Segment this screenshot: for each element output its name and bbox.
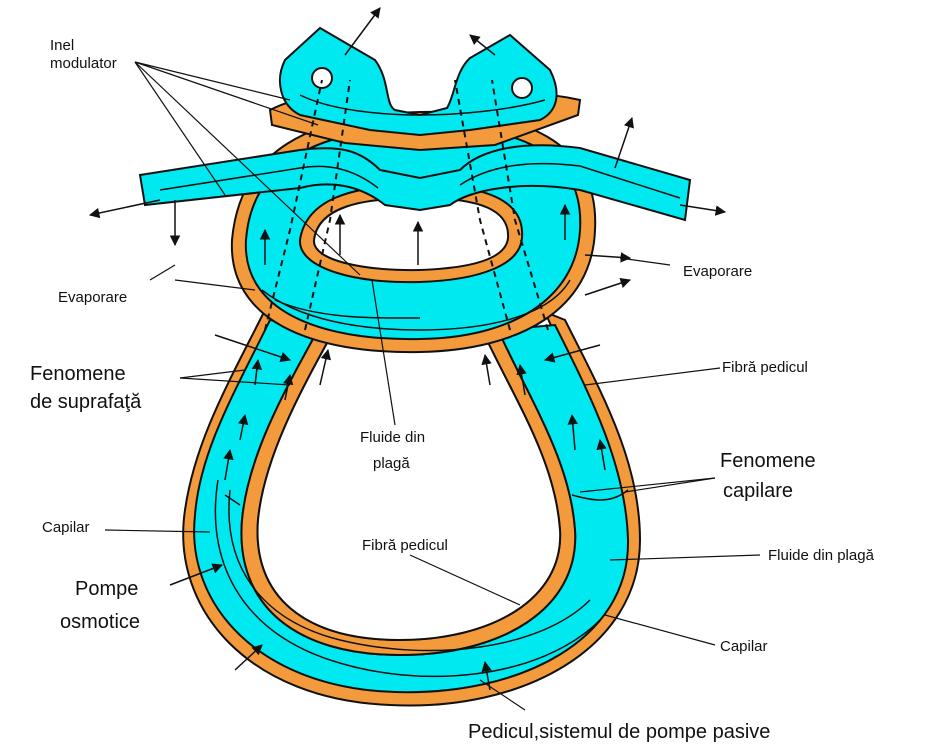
arrow-bottom-center (481, 660, 492, 691)
label-pompe-1: Pompe (75, 578, 138, 600)
leader-fluide-right (609, 554, 761, 561)
dash-right-2 (454, 79, 511, 331)
dashed-flow (264, 79, 549, 331)
arch-capillary (279, 26, 558, 137)
arrow-right-loop-2 (516, 363, 527, 396)
label-fenomene-suprafata-2: de suprafaţă (30, 391, 142, 413)
arrow-evap-right-1 (584, 252, 632, 263)
dash-left-1 (264, 79, 323, 331)
label-fibra-right: Fibră pedicul (722, 359, 808, 376)
arrow-top-right (469, 34, 496, 56)
leader-inel-2 (134, 61, 319, 126)
arrow-left-loop-1 (223, 448, 234, 481)
strand-3 (224, 489, 629, 506)
arrow-surface-4 (319, 348, 332, 386)
arch-strand (299, 94, 546, 116)
arrow-left-loop-2 (237, 413, 249, 441)
arrows (88, 7, 727, 691)
label-capilar-left: Capilar (42, 519, 90, 536)
label-fenomene-capilare-2: capilare (723, 480, 793, 502)
ring-hole (312, 196, 510, 272)
arrow-surface-1 (214, 334, 291, 362)
left-loop-eye (311, 67, 333, 89)
label-evaporare-left: Evaporare (58, 289, 127, 306)
leader-surface-2 (179, 369, 246, 379)
leader-capilar-right (604, 614, 716, 646)
pedicle-loop (182, 308, 642, 707)
leader-lines (104, 61, 761, 711)
leader-fibra-inner (409, 554, 521, 606)
right-loop-eye (511, 77, 533, 99)
leader-capilar-left (104, 529, 211, 533)
dash-right-1 (491, 79, 549, 331)
arrow-right-loop-3 (543, 344, 601, 363)
leader-inel-1 (134, 61, 291, 101)
leader-fluide-center (371, 279, 396, 426)
label-fluide-center-2: plagă (373, 455, 410, 472)
dash-left-2 (304, 79, 351, 331)
label-fenomene-capilare-1: Fenomene (720, 450, 816, 472)
leader-surface-1 (179, 377, 291, 386)
label-pompe-2: osmotice (60, 611, 140, 633)
strand-2 (228, 489, 591, 652)
arrow-bottom-left (234, 644, 263, 671)
arrow-osmotic (169, 563, 223, 586)
label-fenomene-suprafata-1: Fenomene (30, 363, 126, 385)
arrow-right-loop-1 (481, 353, 492, 386)
leader-capilare-1 (624, 477, 716, 493)
label-evaporare-right: Evaporare (683, 263, 752, 280)
arrow-surface-3 (282, 373, 294, 401)
leader-evap-right (619, 257, 671, 266)
leader-inel-4 (134, 61, 361, 276)
leader-fibra-right (584, 367, 721, 386)
arrow-evap-right-2 (584, 278, 631, 296)
label-inel-1: Inel (50, 37, 74, 54)
arrow-right-evap (679, 204, 727, 216)
strand-1 (214, 479, 601, 678)
arrow-top-left (344, 7, 381, 56)
label-pedicul: Pedicul,sistemul de pompe pasive (468, 721, 770, 743)
arrow-surface-2 (251, 358, 263, 386)
leader-pedicul (479, 679, 526, 711)
leader-evap-left (149, 264, 176, 281)
ring-strand-2 (274, 299, 421, 319)
loop-interior (256, 333, 562, 642)
arrow-right-up (614, 117, 634, 169)
label-fluide-right: Fluide din plagă (768, 547, 875, 564)
label-capilar-right: Capilar (720, 638, 768, 655)
arrow-capillary-1 (567, 413, 579, 451)
leader-inel-3 (134, 61, 226, 196)
arrow-left-evap (88, 199, 161, 219)
leader-capilare-2 (579, 477, 716, 493)
label-fibra-inner: Fibră pedicul (362, 537, 448, 554)
labels: Inel modulator Evaporare Evaporare Fenom… (30, 37, 875, 743)
leader-evap-left-2 (174, 279, 256, 291)
evaporation-band (138, 144, 692, 222)
top-arch (268, 26, 582, 152)
label-fluide-center-1: Fluide din (360, 429, 425, 446)
label-inel-2: modulator (50, 55, 117, 72)
arrow-capillary-2 (596, 438, 607, 471)
